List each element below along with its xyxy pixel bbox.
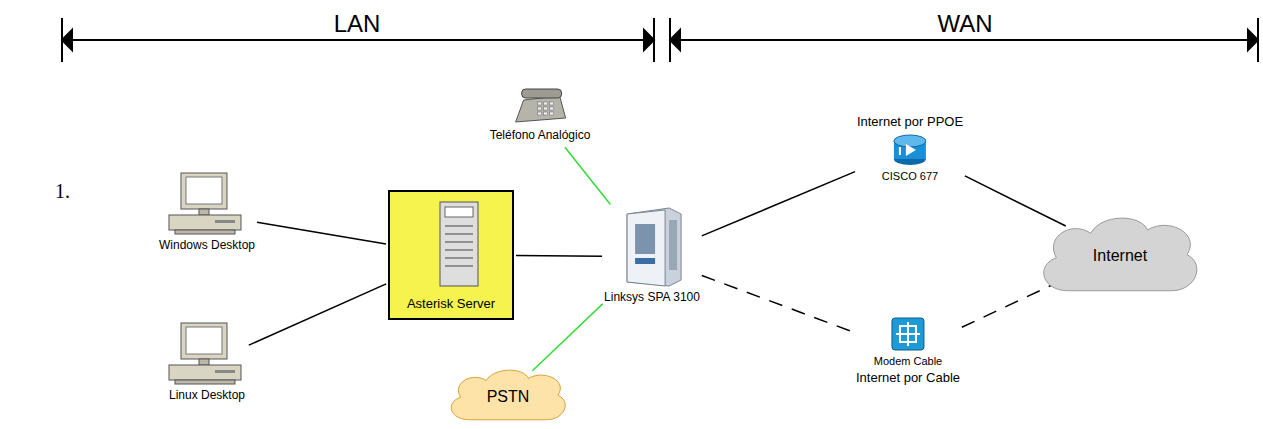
scope-label: WAN [937, 10, 992, 38]
network-link [565, 147, 610, 204]
network-link [702, 172, 855, 236]
lan-bracket [62, 39, 654, 41]
item-number: 1. [55, 180, 70, 203]
device-label: Teléfono Analógico [490, 128, 591, 144]
arrowhead [1248, 30, 1258, 50]
device-label: Internet por Cable [856, 370, 960, 387]
scope-label: LAN [334, 10, 381, 38]
internet-cloud: Internet [1034, 212, 1206, 294]
wan-bracket [670, 39, 1258, 41]
arrowhead [644, 30, 654, 50]
device-label: Internet por PPOE [857, 114, 963, 131]
device-icon [892, 133, 928, 167]
device-icon [167, 172, 247, 236]
device-icon [167, 322, 247, 386]
cloud-label: PSTN [487, 388, 530, 406]
pstn-cloud: PSTN [444, 366, 572, 422]
device-icon [890, 316, 926, 352]
cloud-label: Internet [1093, 247, 1147, 265]
network-link [257, 222, 386, 244]
network-link [249, 284, 386, 345]
arrowhead [62, 30, 72, 50]
gateway-node: Linksys SPA 3100 [604, 206, 700, 308]
device-label: Modem Cable [856, 354, 960, 368]
device-label: Linux Desktop [167, 388, 247, 404]
phone-node: Teléfono Analógico [490, 86, 591, 146]
desktop-node: Windows Desktop [159, 172, 255, 256]
network-link [532, 304, 602, 371]
modem-node: Modem CableInternet por Cable [856, 316, 960, 389]
device-label: Windows Desktop [159, 238, 255, 254]
node-label: Asterisk Server [390, 296, 512, 311]
arrowhead [670, 30, 680, 50]
server-box: Asterisk Server [388, 190, 514, 320]
device-icon [510, 86, 570, 126]
router-node: Internet por PPOE CISCO 677 [857, 112, 963, 185]
desktop-node: Linux Desktop [167, 322, 247, 406]
network-link [962, 279, 1064, 327]
device-label: CISCO 677 [857, 169, 963, 183]
device-icon [619, 206, 685, 288]
network-link [702, 275, 854, 332]
device-label: Linksys SPA 3100 [604, 290, 700, 306]
network-link [516, 255, 602, 257]
network-link [965, 176, 1066, 226]
